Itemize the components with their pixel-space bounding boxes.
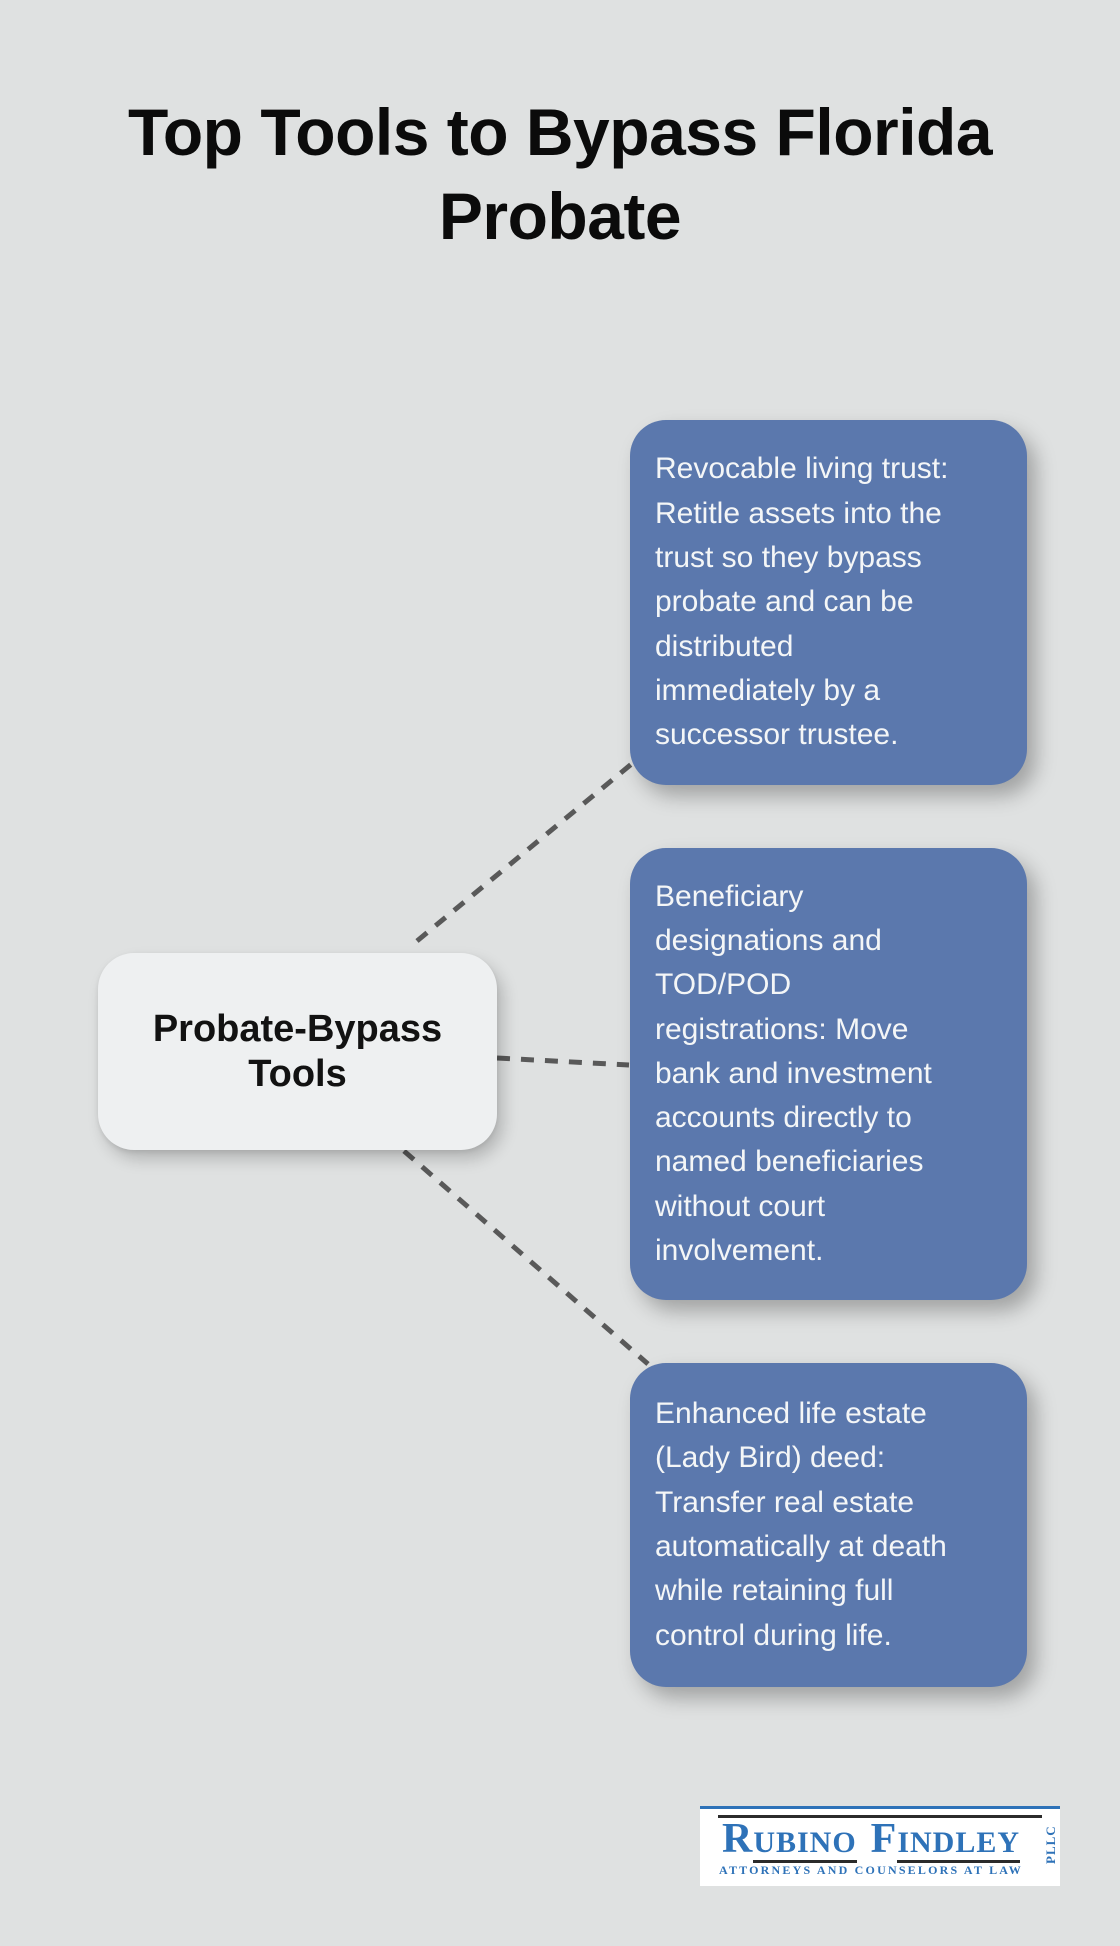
branch-box-revocable-trust: Revocable living trust: Retitle assets i… [630, 420, 1027, 785]
page-title: Top Tools to Bypass Florida Probate [0, 90, 1120, 258]
branch-text-line: (Lady Bird) deed: [655, 1441, 886, 1475]
branch-text-line: Revocable living trust: [655, 452, 949, 486]
logo-word-rubino: RUBINO [722, 1815, 857, 1863]
branch-text-line: accounts directly to [655, 1101, 912, 1135]
logo-pllc-suffix: PLLC [1043, 1825, 1058, 1865]
page-title-line-2: Probate [438, 179, 682, 253]
logo-word-rest: UBINO [753, 1826, 857, 1863]
branch-text-line: without court [655, 1189, 826, 1223]
branch-text-line: Retitle assets into the [655, 496, 942, 530]
branch-text-line: Enhanced life estate [655, 1397, 927, 1431]
page-title-line-1: Top Tools to Bypass Florida [127, 95, 993, 169]
branch-box-lady-bird-deed: Enhanced life estate (Lady Bird) deed: T… [630, 1363, 1027, 1687]
logo-word-initial: F [870, 1816, 898, 1862]
branch-text-line: control during life. [655, 1618, 892, 1652]
logo-word-initial: R [721, 1816, 754, 1862]
logo-tagline: ATTORNEYS AND COUNSELORS AT LAW [718, 1863, 1024, 1877]
center-node-label: Probate-Bypass Tools [152, 1007, 443, 1095]
logo-rubino-findley: RUBINO FINDLEY PLLC ATTORNEYS AND COUNSEL… [700, 1806, 1060, 1886]
logo-firm-name: RUBINO FINDLEY [700, 1815, 1042, 1863]
branch-text-line: distributed [655, 629, 794, 663]
branch-text-line: trust so they bypass [655, 541, 922, 575]
branch-text-line: while retaining full [655, 1574, 894, 1608]
branch-text-line: Transfer real estate [655, 1485, 914, 1519]
connector-line-revocable-trust [415, 760, 636, 943]
branch-text-line: probate and can be [655, 585, 914, 619]
logo-top-rule [718, 1815, 1042, 1818]
branch-text-line: TOD/POD [655, 968, 792, 1002]
branch-text-line: successor trustee. [655, 718, 899, 752]
branch-text-line: designations and [655, 923, 882, 957]
branch-text-line: automatically at death [655, 1530, 947, 1563]
logo-word-findley: FINDLEY [870, 1815, 1021, 1863]
connector-line-lady-bird-deed [402, 1149, 650, 1366]
branch-text-line: immediately by a [655, 673, 881, 707]
connector-line-beneficiary-designations [496, 1055, 630, 1068]
branch-text-line: registrations: Move [655, 1012, 909, 1046]
branch-text-line: bank and investment [655, 1056, 932, 1090]
branch-text-line: Beneficiary [655, 879, 804, 913]
branch-box-beneficiary-designations: Beneficiary designations and TOD/POD reg… [630, 848, 1027, 1300]
logo-word-rest: INDLEY [897, 1826, 1021, 1863]
center-node: Probate-Bypass Tools [98, 953, 497, 1150]
branch-text-line: named beneficiaries [655, 1145, 924, 1179]
branch-text-line: involvement. [655, 1234, 824, 1268]
